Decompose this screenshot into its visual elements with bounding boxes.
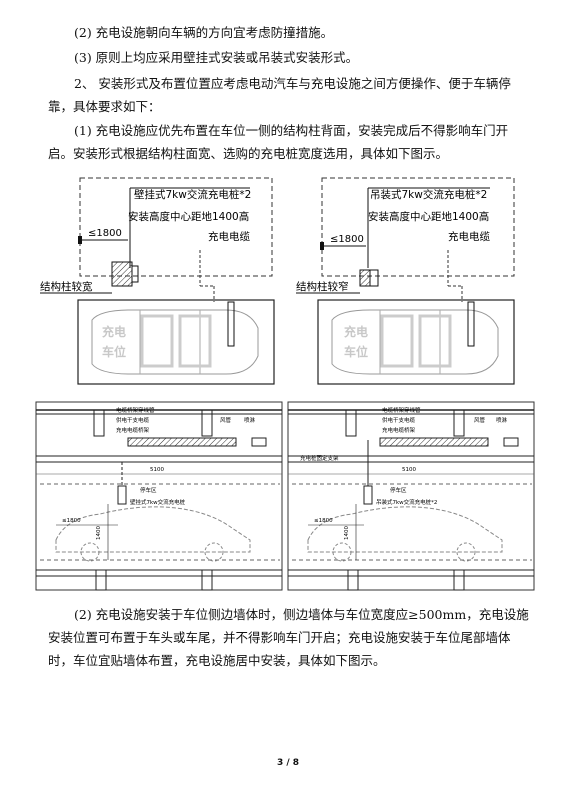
right-watermark-a: 充电 — [344, 324, 368, 339]
paragraph-4: (1) 充电设施应优先布置在车位一侧的结构柱背面，安装完成后不得影响车门开启。安… — [48, 123, 509, 161]
sr-label-d: 风管 — [474, 416, 486, 424]
left-note-3: 充电电缆 — [208, 230, 250, 243]
section-right: 电缆桥架穿线管 供电干支电缆 充电电缆桥架 风管 喷淋 充电桩固定支架 5100… — [287, 401, 535, 591]
sl-label-e: 喷淋 — [244, 416, 256, 424]
section-left: 电缆桥架穿线管 供电干支电缆 充电电缆桥架 风管 喷淋 5100 停车区 壁挂式… — [35, 401, 283, 591]
sr-label-a: 电缆桥架穿线管 — [382, 406, 421, 414]
right-dimension: ≤1800 — [330, 234, 364, 245]
right-watermark-b: 车位 — [344, 344, 368, 359]
left-watermark-b: 车位 — [102, 344, 126, 359]
sr-dim-width: 5100 — [402, 467, 416, 473]
sr-label-area: 停车区 — [390, 486, 407, 494]
left-watermark-a: 充电 — [102, 324, 126, 339]
sl-dim-b: 1400 — [96, 526, 102, 540]
paragraph-3: 2、 安装形式及布置位置应考虑电动汽车与充电设施之间方便操作、便于车辆停靠，具体… — [48, 76, 511, 114]
sr-label-e: 喷淋 — [496, 416, 508, 424]
sl-label-area: 停车区 — [140, 486, 157, 494]
sl-label-c: 充电电缆桥架 — [116, 426, 150, 434]
sr-label-c: 充电电缆桥架 — [382, 426, 416, 434]
plan-left: 壁挂式7kw交流充电桩*2 安装高度中心距地1400高 充电电缆 ≤1800 结… — [40, 177, 275, 385]
left-dimension: ≤1800 — [88, 228, 122, 239]
sr-dim-a: ≤1800 — [314, 518, 333, 524]
sl-label-d: 风管 — [220, 416, 232, 424]
right-column-label: 结构柱较窄 — [296, 280, 349, 293]
paragraph-1: (2) 充电设施朝向车辆的方向宜考虑防撞措施。 — [74, 25, 334, 40]
plan-diagrams: 壁挂式7kw交流充电桩*2 安装高度中心距地1400高 充电电缆 ≤1800 结… — [40, 177, 515, 385]
sr-label-unit: 吊装式7kw交流充电桩*2 — [376, 498, 437, 506]
sr-label-b: 供电干支电缆 — [382, 416, 416, 424]
plan-right: 吊装式7kw交流充电桩*2 安装高度中心距地1400高 充电电缆 ≤1800 结… — [296, 177, 515, 385]
page-number: 3 / 8 — [276, 758, 300, 768]
left-note-2: 安装高度中心距地1400高 — [128, 210, 249, 223]
paragraph-5: (2) 充电设施安装于车位侧边墙体时，侧边墙体与车位宽度应≥500mm，充电设施… — [48, 607, 529, 668]
sr-label-support: 充电桩固定支架 — [300, 454, 339, 462]
sl-label-unit: 壁挂式7kw交流充电桩 — [130, 498, 186, 506]
left-note-1: 壁挂式7kw交流充电桩*2 — [134, 188, 251, 201]
section-diagrams: 电缆桥架穿线管 供电干支电缆 充电电缆桥架 风管 喷淋 5100 停车区 壁挂式… — [35, 401, 535, 591]
sl-label-a: 电缆桥架穿线管 — [116, 406, 155, 414]
sl-label-b: 供电干支电缆 — [116, 416, 150, 424]
paragraph-2: (3) 原则上均应采用壁挂式安装或吊装式安装形式。 — [74, 50, 359, 65]
left-column-label: 结构柱较宽 — [40, 280, 93, 293]
sr-dim-b: 1400 — [344, 526, 350, 540]
sl-dim-a: ≤1800 — [62, 518, 81, 524]
right-note-1: 吊装式7kw交流充电桩*2 — [370, 188, 487, 201]
sl-dim-width: 5100 — [150, 467, 164, 473]
right-note-2: 安装高度中心距地1400高 — [368, 210, 489, 223]
right-note-3: 充电电缆 — [448, 230, 490, 243]
